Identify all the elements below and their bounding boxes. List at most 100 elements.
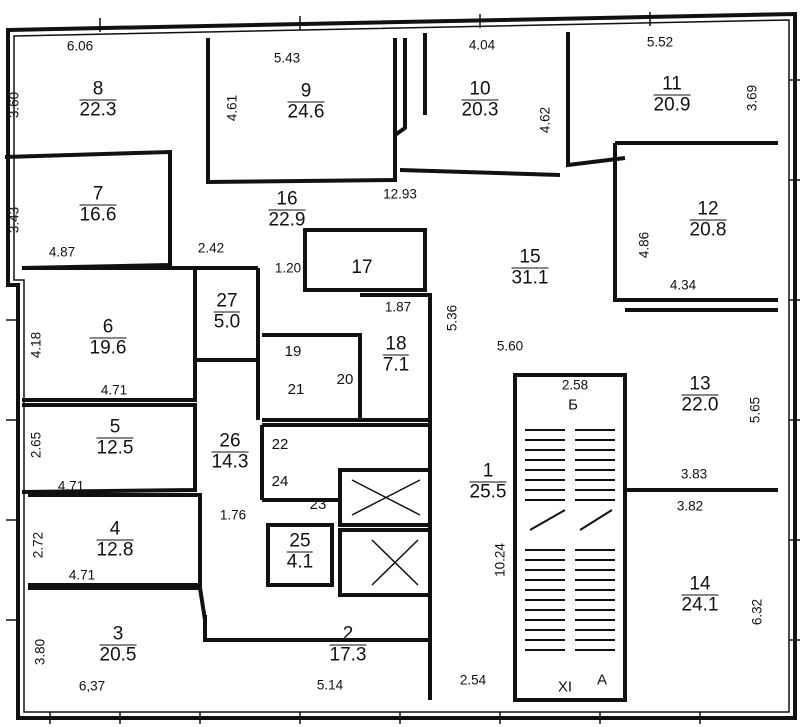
dimension-1-20: 1.20 (274, 260, 302, 276)
room-4-number: 4 (96, 519, 134, 541)
dimension-3-60: 3.60 (6, 91, 22, 119)
dimension-3-82: 3.82 (676, 498, 704, 514)
room-14-number: 14 (681, 574, 719, 596)
room-11-number: 11 (653, 74, 691, 96)
dimension-2-42: 2.42 (197, 240, 225, 256)
dimension-2-54: 2.54 (459, 672, 487, 688)
dimension-5-14: 5.14 (316, 677, 344, 693)
axis-label-a: A (596, 671, 608, 689)
dimension-3-69: 3.69 (744, 84, 760, 112)
dimension-3-80: 3.80 (32, 638, 48, 666)
room-24-label: 24 (272, 472, 289, 492)
room-15-area: 31.1 (511, 267, 549, 289)
dimension-4-87: 4.87 (48, 244, 76, 260)
room-12-number: 12 (689, 199, 727, 221)
room-1-area: 25.5 (469, 481, 507, 503)
room-26-area: 14.3 (211, 451, 249, 473)
room-22-number: 22 (271, 436, 289, 453)
dimension-12-93: 12.93 (383, 186, 417, 202)
room-5-area: 12.5 (96, 437, 134, 459)
room-18-number: 18 (382, 334, 410, 356)
room-4-area: 12.8 (96, 539, 134, 561)
room-19-number: 19 (284, 343, 302, 360)
dimension-4-18: 4.18 (28, 331, 44, 359)
room-18-area: 7.1 (382, 354, 410, 376)
room-16-area: 22.9 (268, 209, 306, 231)
dimension-2-72: 2.72 (30, 531, 46, 559)
room-10-number: 10 (461, 79, 499, 101)
room-25-number: 25 (286, 531, 314, 553)
room-13-number: 13 (681, 374, 719, 396)
dimension-6-37: 6,37 (78, 678, 106, 694)
room-14-area: 24.1 (681, 594, 719, 616)
room-12-area: 20.8 (689, 219, 727, 241)
room-23-label: 23 (310, 495, 327, 515)
dimension-1-76: 1.76 (219, 507, 247, 523)
room-15-number: 15 (511, 247, 549, 269)
room-20-number: 20 (336, 371, 354, 388)
dimension-10-24: 10.24 (492, 543, 508, 577)
room-13-area: 22.0 (681, 394, 719, 416)
dimension-5-43: 5.43 (273, 50, 301, 66)
dimension-1-87: 1.87 (384, 299, 412, 315)
dimension-3-83: 3.83 (680, 466, 708, 482)
room-2-number: 2 (329, 624, 367, 646)
room-7-area: 16.6 (79, 204, 117, 226)
dimension-4-04: 4.04 (468, 37, 496, 53)
room-16-number: 16 (268, 189, 306, 211)
room-22-label: 22 (272, 435, 289, 455)
room-26-number: 26 (211, 431, 249, 453)
stair-mark-b: Б (568, 396, 578, 414)
room-8-area: 22.3 (79, 99, 117, 121)
room-25-area: 4.1 (286, 551, 314, 573)
room-21-number: 21 (287, 381, 305, 398)
room-17-number: 17 (351, 257, 373, 278)
dimension-4-71-c: 4.71 (68, 567, 96, 583)
dimension-6-32: 6.32 (749, 598, 765, 626)
dimension-2-58: 2.58 (561, 377, 589, 393)
room-24-number: 24 (271, 473, 289, 490)
room-2-area: 17.3 (329, 644, 367, 666)
room-20-label: 20 (337, 370, 354, 390)
room-7-number: 7 (79, 184, 117, 206)
dimension-6-06: 6.06 (66, 38, 94, 54)
room-6-area: 19.6 (89, 337, 127, 359)
dimension-4-34: 4.34 (669, 277, 697, 293)
dimension-4-62: 4.62 (537, 106, 553, 134)
room-10-area: 20.3 (461, 99, 499, 121)
dimension-4-71-a: 4.71 (100, 382, 128, 398)
room-23-number: 23 (309, 496, 327, 513)
room-19-label: 19 (285, 342, 302, 362)
dimension-5-60: 5.60 (496, 338, 524, 354)
room-5-number: 5 (96, 417, 134, 439)
room-9-area: 24.6 (287, 101, 325, 123)
room-11-area: 20.9 (653, 94, 691, 116)
dimension-4-71-b: 4.71 (57, 478, 85, 494)
room-21-label: 21 (288, 380, 305, 400)
axis-label-xi: XI (557, 678, 573, 696)
dimension-2-65: 2.65 (28, 431, 44, 459)
dimension-5-65: 5.65 (747, 396, 763, 424)
dimension-4-61: 4.61 (224, 94, 240, 122)
room-9-number: 9 (287, 81, 325, 103)
